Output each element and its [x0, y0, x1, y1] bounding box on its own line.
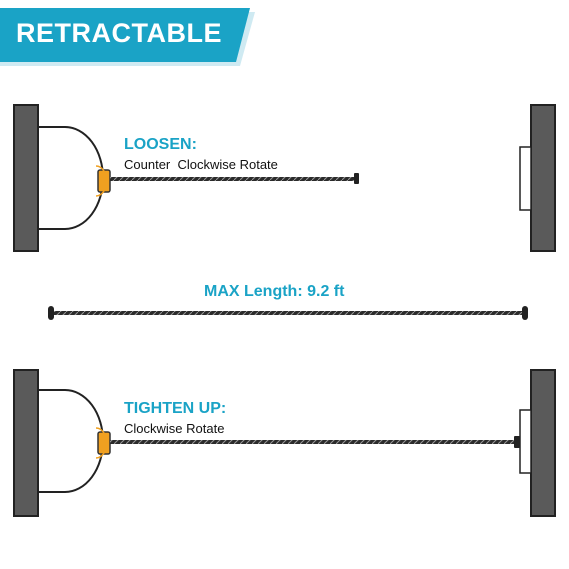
- left-wall-bottom: [13, 369, 39, 517]
- anchor-plate-bottom: [519, 409, 532, 474]
- right-wall-bottom: [530, 369, 556, 517]
- loosen-title: LOOSEN:: [124, 136, 197, 153]
- rotate-arrow-ccw-icon: [95, 165, 108, 197]
- banner-title: RETRACTABLE: [16, 18, 222, 48]
- max-length-cable: [48, 306, 528, 320]
- cable-max-left-end: [48, 306, 54, 320]
- left-wall-top: [13, 104, 39, 252]
- reel-housing-top: [37, 126, 104, 230]
- loosen-instruction: Counter Clockwise Rotate: [124, 157, 278, 172]
- cable-end-top: [354, 173, 359, 184]
- anchor-plate-top: [519, 146, 532, 211]
- banner: [0, 8, 255, 66]
- cable-top: [110, 177, 355, 181]
- banner-background: [0, 8, 250, 62]
- tighten-illustration: [13, 369, 556, 517]
- reel-housing-bottom: [37, 389, 104, 493]
- max-length-label: MAX Length: 9.2 ft: [204, 283, 345, 300]
- tighten-title: TIGHTEN UP:: [124, 400, 227, 417]
- loosen-illustration: [13, 104, 556, 252]
- rotate-knob-bottom: [97, 431, 111, 455]
- cable-bottom: [110, 440, 518, 444]
- cable-max-right-end: [522, 306, 528, 320]
- rotate-knob-top: [97, 169, 111, 193]
- right-wall-top: [530, 104, 556, 252]
- cable-max: [50, 311, 524, 315]
- tighten-instruction: Clockwise Rotate: [124, 421, 225, 436]
- rotate-arrow-cw-icon: [95, 427, 108, 459]
- cable-end-bottom: [514, 436, 520, 448]
